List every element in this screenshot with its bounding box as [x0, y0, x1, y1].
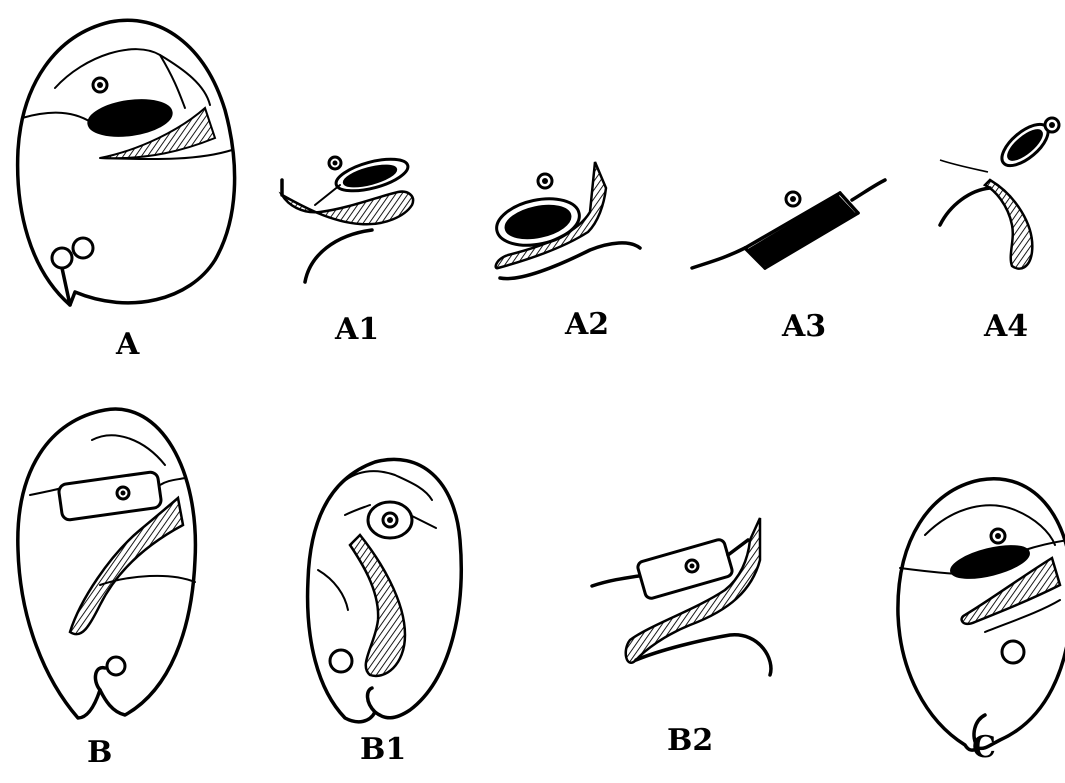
label-b2: B2	[667, 726, 713, 756]
drawing-a2	[492, 162, 640, 279]
label-b: B	[87, 738, 112, 768]
drawing-a	[18, 20, 235, 305]
drawing-a1	[282, 153, 413, 282]
drawing-c	[898, 479, 1065, 750]
label-b1: B1	[360, 735, 406, 765]
label-a: A	[116, 330, 139, 360]
drawing-a4	[940, 117, 1059, 269]
label-a4: A4	[984, 312, 1028, 342]
label-a2: A2	[565, 310, 609, 340]
drawing-b1	[308, 459, 462, 721]
label-a1: A1	[335, 315, 379, 345]
drawing-b2	[592, 518, 771, 675]
label-a3: A3	[782, 312, 826, 342]
label-c: C	[972, 733, 996, 763]
drawing-b	[18, 409, 196, 718]
drawing-a3	[692, 180, 885, 268]
